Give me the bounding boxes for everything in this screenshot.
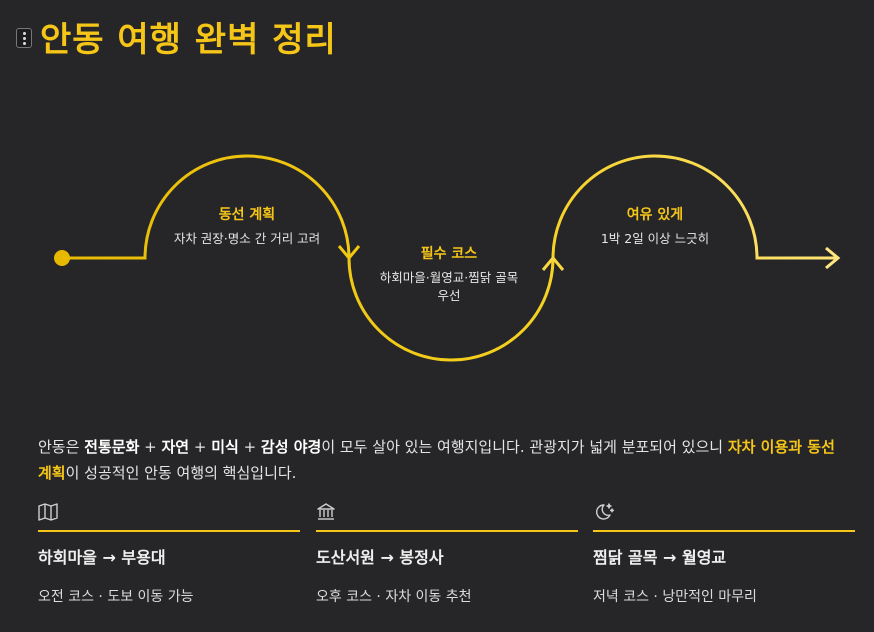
- museum-icon: [316, 502, 578, 526]
- arrow-head-down: [337, 245, 361, 261]
- card-subtitle: 오후 코스 · 자차 이동 추천: [316, 589, 472, 605]
- step-subtitle: 1박 2일 이상 느긋히: [600, 231, 710, 246]
- menu-dot: [22, 41, 26, 45]
- step-subtitle-line: 우선: [437, 288, 461, 303]
- intro-text: +: [238, 438, 261, 456]
- menu-dot: [22, 36, 26, 40]
- arrow-head-right: [825, 246, 841, 270]
- moon-stars-icon: [593, 502, 855, 526]
- card-subtitle: 저녁 코스 · 낭만적인 마무리: [593, 589, 757, 605]
- intro-keyword: 전통문화: [84, 438, 140, 456]
- course-card-evening: 찜닭 골목 → 월영교 저녁 코스 · 낭만적인 마무리: [593, 502, 855, 606]
- step-title: 필수 코스: [420, 246, 478, 262]
- intro-keyword: 감성 야경: [260, 438, 322, 456]
- more-menu-button[interactable]: [16, 28, 32, 48]
- arrow-head-up: [541, 255, 565, 271]
- card-divider: [316, 530, 578, 532]
- step-title: 동선 계획: [218, 207, 276, 223]
- card-title: 찜닭 골목 → 월영교: [593, 548, 727, 567]
- intro-highlight: 자차 이용과 동선 계획: [38, 438, 835, 482]
- step-must-course: 필수 코스 하회마을·월영교·찜닭 골목 우선: [349, 243, 549, 305]
- step-subtitle-line: 하회마을·월영교·찜닭 골목: [379, 270, 519, 285]
- step-title: 여유 있게: [626, 207, 684, 223]
- intro-paragraph: 안동은 전통문화 + 자연 + 미식 + 감성 야경이 모두 살아 있는 여행지…: [38, 434, 850, 486]
- course-card-afternoon: 도산서원 → 봉정사 오후 코스 · 자차 이동 추천: [316, 502, 578, 606]
- card-title: 하회마을 → 부용대: [38, 548, 166, 567]
- card-divider: [593, 530, 855, 532]
- intro-keyword: 미식: [211, 438, 239, 456]
- step-plan: 동선 계획 자차 권장·명소 간 거리 고려: [147, 204, 347, 248]
- step-relaxed: 여유 있게 1박 2일 이상 느긋히: [555, 204, 755, 248]
- intro-text: 이 성공적인 안동 여행의 핵심입니다.: [65, 464, 297, 482]
- step-subtitle: 자차 권장·명소 간 거리 고려: [173, 231, 321, 246]
- card-divider: [38, 530, 300, 532]
- flow-path: [62, 154, 838, 362]
- intro-keyword: 자연: [161, 438, 190, 456]
- course-card-morning: 하회마을 → 부용대 오전 코스 · 도보 이동 가능: [38, 502, 300, 606]
- menu-dot: [22, 31, 26, 35]
- intro-text: +: [189, 438, 212, 456]
- card-title: 도산서원 → 봉정사: [316, 548, 444, 567]
- intro-text: 이 모두 살아 있는 여행지입니다. 관광지가 넓게 분포되어 있으니: [321, 438, 728, 456]
- card-subtitle: 오전 코스 · 도보 이동 가능: [38, 589, 194, 605]
- map-icon: [38, 502, 300, 526]
- step-subtitle: 하회마을·월영교·찜닭 골목 우선: [349, 269, 549, 305]
- travel-flow-diagram: [54, 154, 841, 362]
- page-title: 안동 여행 완벽 정리: [40, 20, 337, 60]
- intro-text: 안동은: [38, 438, 85, 456]
- intro-text: +: [139, 438, 162, 456]
